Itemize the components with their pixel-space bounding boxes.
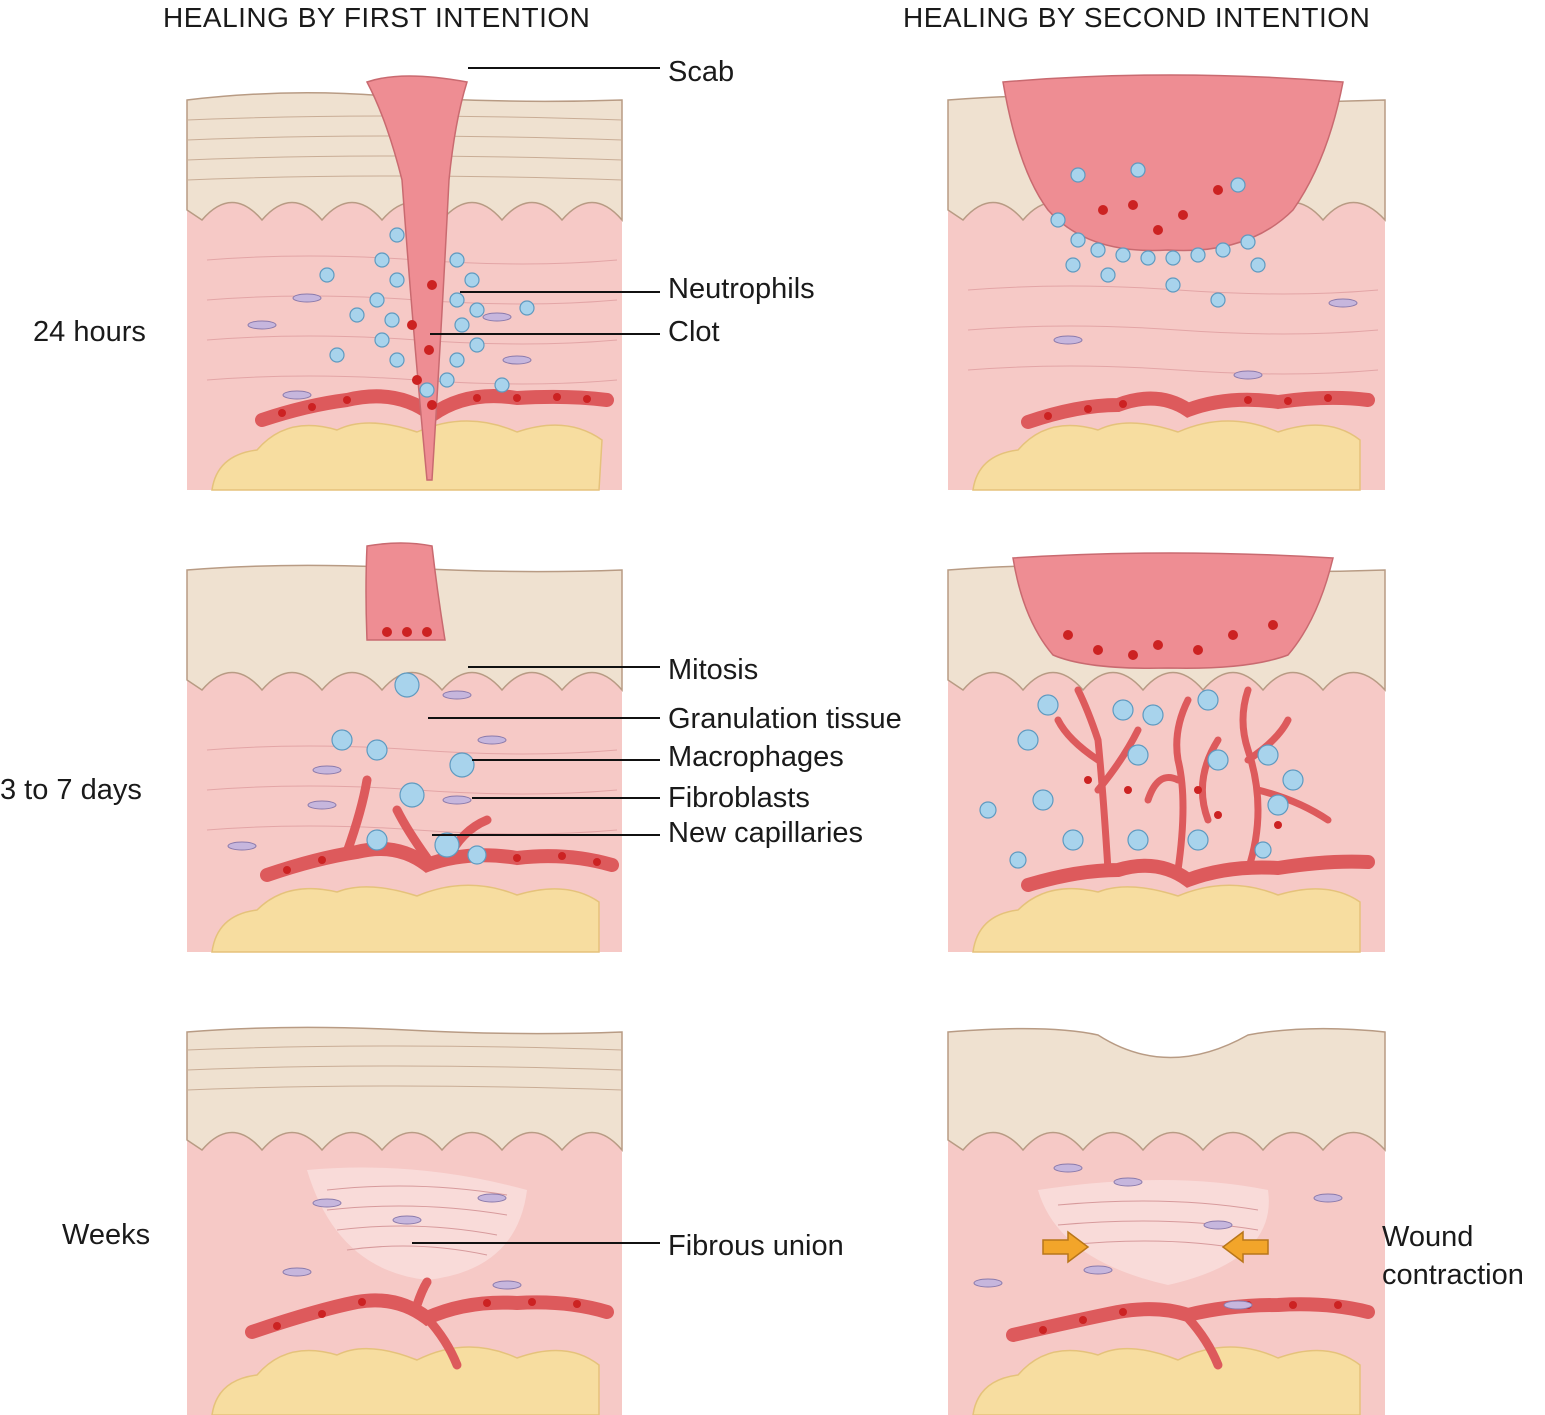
column-title-second-intention: HEALING BY SECOND INTENTION	[903, 2, 1371, 33]
panel-first-weeks	[186, 1026, 623, 1415]
row-label-3-to-7-days: 3 to 7 days	[0, 774, 142, 806]
label-clot: Clot	[668, 316, 720, 348]
panel-first-24h	[186, 75, 623, 491]
contraction-arrow-right	[1221, 1230, 1269, 1264]
label-macrophages: Macrophages	[668, 741, 844, 773]
label-wound-contraction-line2: contraction	[1382, 1259, 1524, 1291]
label-wound-contraction-line1: Wound	[1382, 1221, 1474, 1253]
label-fibroblasts: Fibroblasts	[668, 782, 810, 814]
panel-second-weeks	[947, 1027, 1386, 1415]
label-fibrous-union: Fibrous union	[668, 1230, 844, 1262]
panel-second-3-7-days	[947, 552, 1386, 953]
label-new-capillaries: New capillaries	[668, 817, 864, 849]
label-neutrophils: Neutrophils	[668, 273, 815, 305]
label-granulation-tissue: Granulation tissue	[668, 703, 902, 735]
label-mitosis: Mitosis	[668, 654, 759, 686]
panel-first-3-7-days	[186, 542, 623, 953]
row-label-weeks: Weeks	[62, 1219, 151, 1251]
label-scab: Scab	[668, 56, 735, 88]
row-label-24-hours: 24 hours	[33, 316, 146, 348]
column-title-first-intention: HEALING BY FIRST INTENTION	[163, 2, 591, 33]
panel-second-24h	[947, 74, 1386, 491]
contraction-arrow-left	[1042, 1230, 1090, 1264]
